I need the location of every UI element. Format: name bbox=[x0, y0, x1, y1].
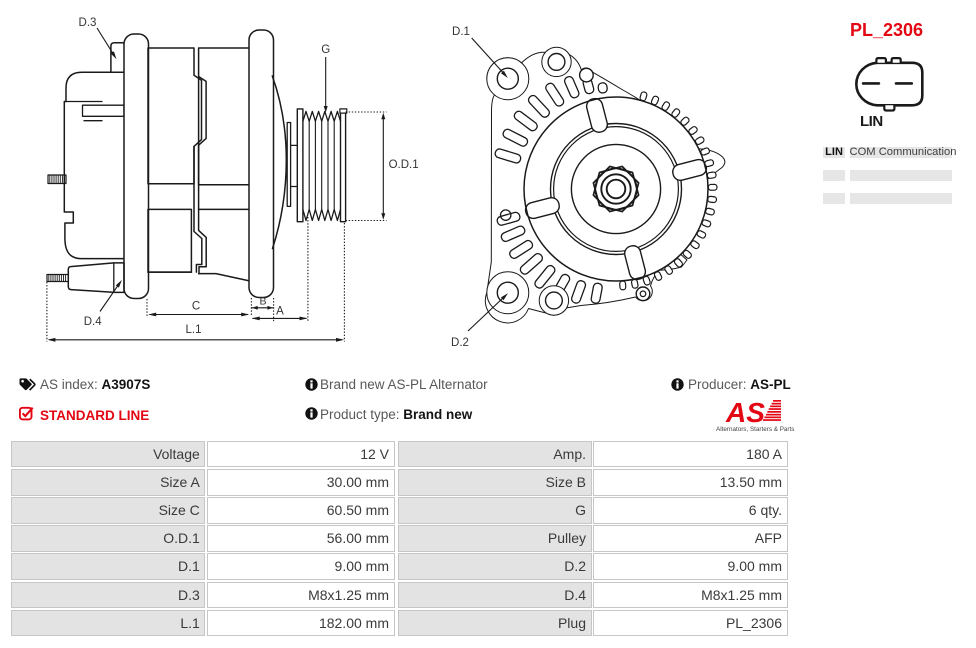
svg-text:A: A bbox=[276, 306, 284, 318]
svg-text:C: C bbox=[192, 301, 200, 313]
svg-text:Alternators, Starters & Parts: Alternators, Starters & Parts bbox=[716, 426, 794, 433]
svg-text:B: B bbox=[259, 296, 266, 308]
svg-text:D.4: D.4 bbox=[84, 316, 103, 328]
svg-text:G: G bbox=[321, 44, 330, 56]
svg-text:AS: AS bbox=[725, 397, 765, 428]
svg-text:D.2: D.2 bbox=[451, 337, 469, 349]
svg-text:D.1: D.1 bbox=[452, 26, 470, 38]
svg-text:O.D.1: O.D.1 bbox=[389, 159, 419, 171]
svg-text:D.3: D.3 bbox=[79, 17, 97, 29]
svg-text:L.1: L.1 bbox=[186, 324, 202, 336]
